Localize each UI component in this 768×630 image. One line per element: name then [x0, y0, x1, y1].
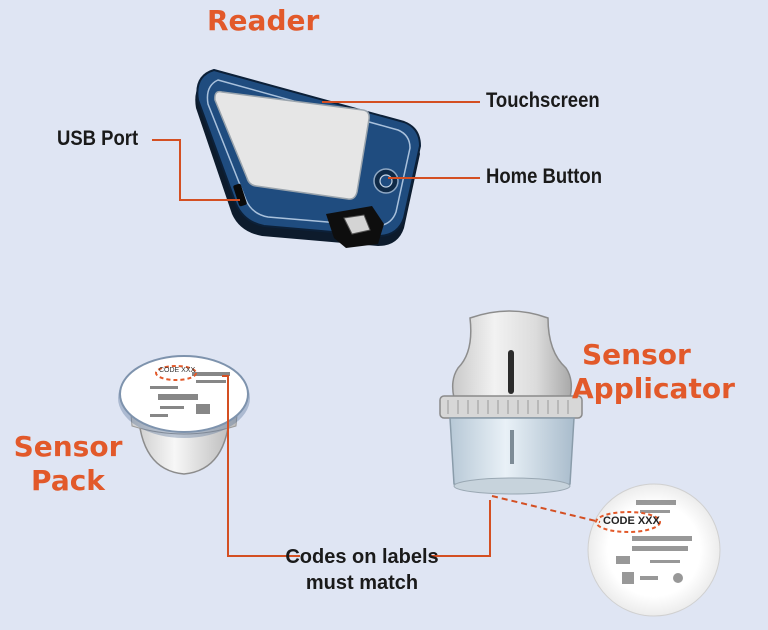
usb-port-label: USB Port: [57, 127, 138, 151]
home-button-label: Home Button: [486, 165, 602, 189]
applicator-label-graphic: [588, 484, 720, 616]
sensor-applicator-title-line2: Applicator: [572, 372, 762, 406]
sensor-applicator-title-line1: Sensor: [572, 338, 762, 372]
reader-title: Reader: [207, 4, 319, 37]
sensor-applicator-title: Sensor Applicator: [572, 338, 762, 406]
sensor-applicator-graphic: [440, 311, 582, 494]
touchscreen-label: Touchscreen: [486, 89, 600, 113]
pack-code-label: CODE XXX: [159, 367, 195, 374]
reader-device: [195, 70, 420, 248]
codes-match-line2: must match: [276, 570, 448, 596]
codes-match-label: Codes on labels must match: [276, 544, 448, 596]
sensor-pack-title-line1: Sensor: [8, 430, 128, 464]
sensor-pack-title: Sensor Pack: [8, 430, 128, 498]
sensor-pack-title-line2: Pack: [8, 464, 128, 498]
applicator-code-label: CODE XXX: [603, 515, 660, 527]
codes-match-line1: Codes on labels: [276, 544, 448, 570]
codes-leader-dashed: [492, 496, 600, 522]
